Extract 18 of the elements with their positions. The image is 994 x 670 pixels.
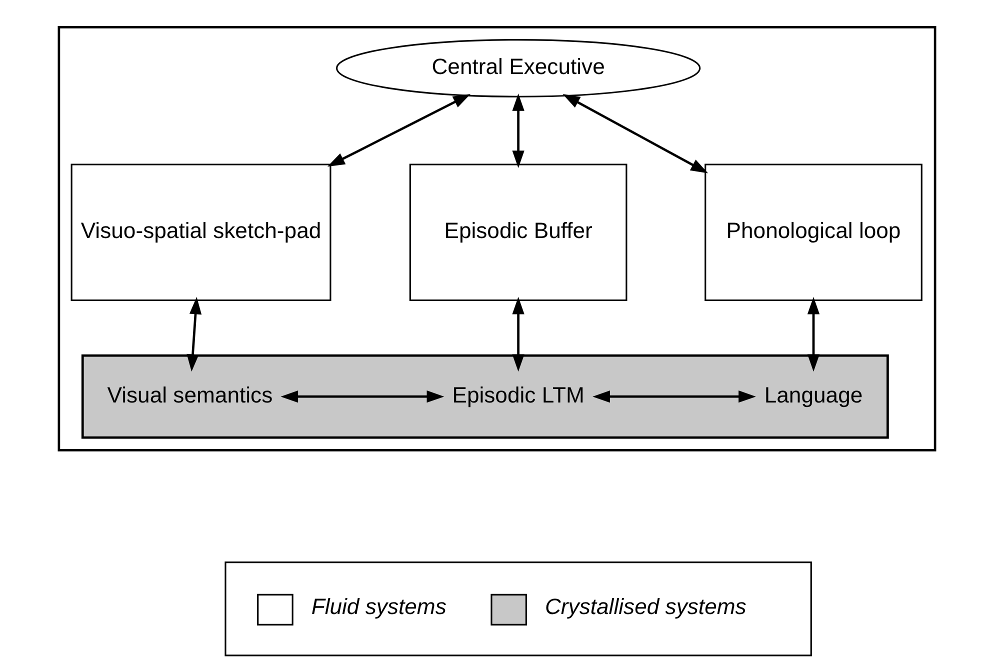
arrow <box>592 390 756 403</box>
node-box: Visuo-spatial sketch-pad <box>70 164 332 302</box>
legend-label: Fluid systems <box>311 594 446 619</box>
node-ellipse: Central Executive <box>336 39 701 98</box>
node-text: Episodic LTM <box>452 382 584 408</box>
node-box: Phonological loop <box>704 164 922 302</box>
arrow <box>186 296 202 372</box>
legend-label: Crystallised systems <box>544 594 746 619</box>
arrow <box>562 94 708 174</box>
node-text: Language <box>764 382 863 408</box>
arrow <box>512 94 524 168</box>
arrow <box>807 296 820 372</box>
node-text: Visual semantics <box>107 382 273 408</box>
arrow <box>512 296 524 372</box>
arrow <box>327 94 471 167</box>
node-box: Episodic Buffer <box>409 164 628 302</box>
cluster <box>58 26 936 452</box>
arrow <box>280 390 444 403</box>
